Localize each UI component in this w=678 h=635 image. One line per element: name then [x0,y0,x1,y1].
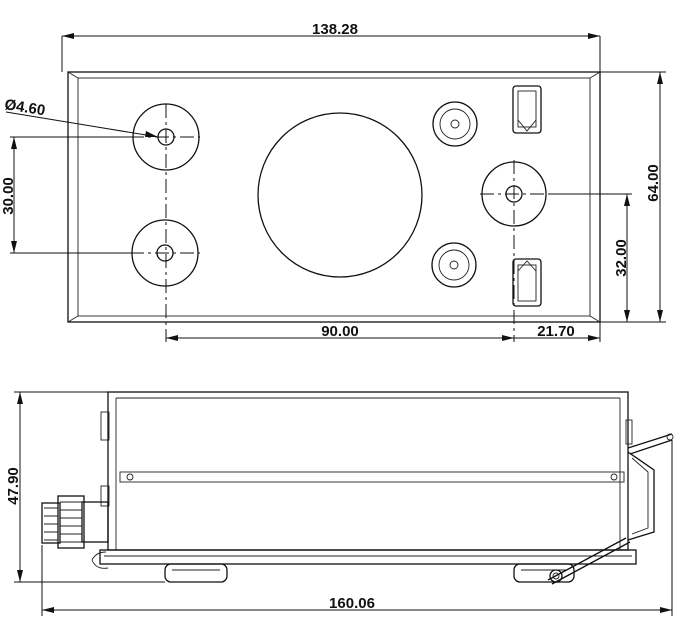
boss-upper [433,102,477,146]
dim-hole-offset-right: 21.70 [514,322,600,342]
dim-label-overall-length: 160.06 [329,595,375,612]
dim-label-overall-height: 64.00 [645,164,662,202]
dim-label-top-width: 138.28 [312,21,358,38]
dim-label-hole-spacing-horizontal: 90.00 [321,323,359,340]
dim-label-hole-offset-right: 21.70 [537,323,575,340]
top-view [68,72,600,342]
side-view [42,392,673,584]
foot-left [165,564,227,582]
connector [42,496,108,548]
dim-top-width: 138.28 [62,21,600,72]
dim-overall-length: 160.06 [42,440,672,616]
dim-hole-spacing-horizontal: 90.00 [166,323,514,341]
dim-side-height: 47.90 [5,392,165,582]
center-disc [258,113,422,277]
dim-label-hole-diameter: Ø4.60 [3,96,46,119]
dim-overall-height: 64.00 [600,72,666,322]
slot-tab-upper [513,86,541,133]
housing-body [108,392,628,550]
right-bracket [548,420,673,584]
dim-label-hole-offset-bottom: 32.00 [613,239,630,277]
dim-hole-diameter: Ø4.60 [3,96,158,137]
dim-label-hole-spacing-vertical: 30.00 [0,177,17,215]
dim-hole-spacing-vertical: 30.00 [0,137,140,253]
housing-rail [120,472,624,482]
base-plate [100,550,636,564]
boss-lower [432,243,476,287]
foot-right [514,564,574,582]
dim-label-side-height: 47.90 [5,467,22,505]
slot-tab-lower [513,259,541,306]
